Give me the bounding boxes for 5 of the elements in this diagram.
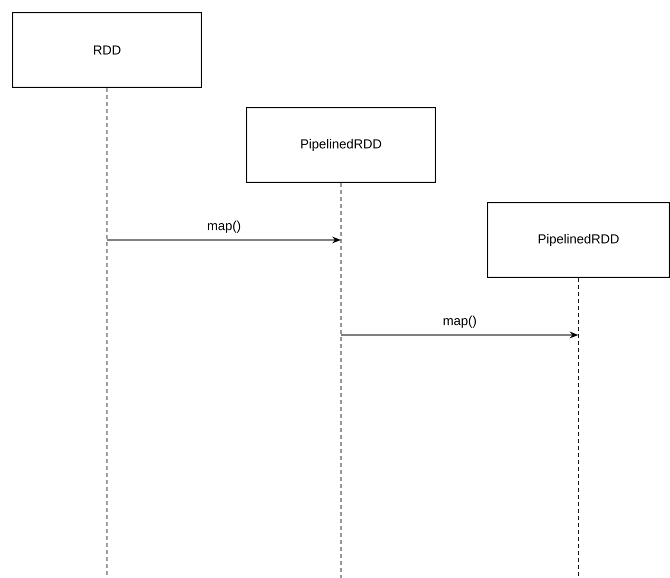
lifeline-box: PipelinedRDD	[487, 202, 670, 278]
lifeline-box: RDD	[12, 12, 202, 88]
edge-label: map()	[206, 220, 242, 234]
edge-label: map()	[442, 314, 478, 329]
lifeline-box: PipelinedRDD	[246, 107, 436, 183]
